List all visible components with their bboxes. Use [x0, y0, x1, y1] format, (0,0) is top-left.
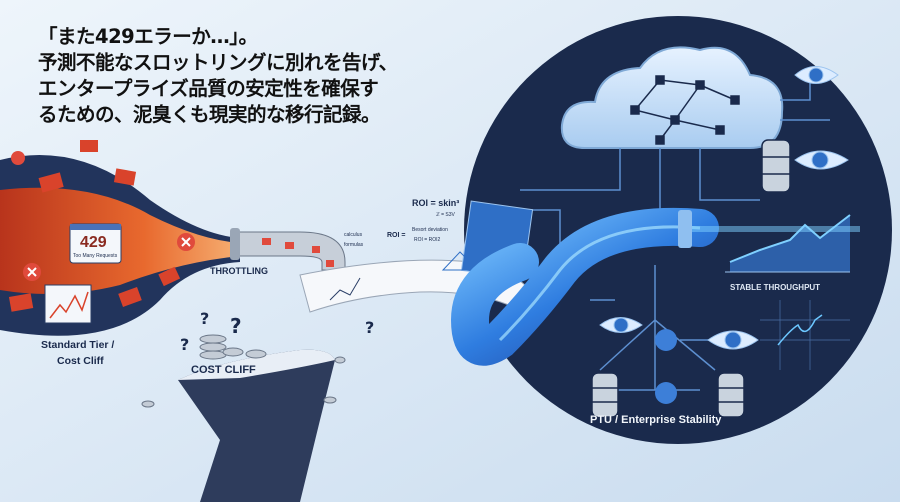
cost-cliff-label: COST CLIFF: [191, 364, 256, 376]
formula: Besort deviation: [412, 227, 448, 233]
formula: ROI = skin³: [412, 198, 460, 208]
triangle-diagram: [441, 251, 480, 271]
headline-line: 「また429エラーか…」。: [38, 25, 258, 48]
cloud-icon: [560, 46, 784, 149]
coins-icon: [141, 334, 346, 408]
email-icon: [8, 140, 181, 312]
ptu-label: PTU / Enterprise Stability: [590, 414, 722, 426]
error-x-icon: [11, 151, 195, 281]
tier-label: Standard Tier /: [41, 339, 115, 351]
small-line-chart: [760, 300, 850, 370]
cliff: [178, 349, 335, 502]
headline-line: エンタープライズ品質の安定性を確保す: [38, 77, 379, 100]
throttling-label: THROTTLING: [210, 266, 268, 276]
throughput-chart: [725, 214, 851, 273]
stable-throughput-label: STABLE THROUGHPUT: [730, 283, 821, 292]
formula: ℤ = S3V: [436, 212, 455, 218]
ribbon-chart: [329, 277, 361, 301]
error-code: 429: [80, 234, 107, 251]
network-nodes: [655, 329, 677, 404]
svg-text:?: ?: [230, 314, 242, 338]
error-chart-icon: [44, 284, 92, 324]
headline-line: るための、泥臭くも現実的な移行記録。: [38, 103, 381, 126]
formula: formulas: [344, 242, 364, 248]
tier-label: Cost Cliff: [57, 355, 104, 367]
error-text: Too Many Requests: [73, 253, 118, 259]
eye-icon: [599, 66, 849, 350]
svg-text:?: ?: [365, 318, 374, 337]
formula: ROI = ROI2: [414, 237, 441, 243]
headline-line: 予測不能なスロットリングに別れを告げ、: [38, 51, 398, 74]
svg-text:?: ?: [200, 309, 209, 328]
question-mark-icon: ????: [180, 309, 374, 354]
error-window: [69, 223, 122, 264]
formula: calculus: [344, 232, 363, 238]
pipe-joint: [678, 210, 692, 248]
formula: ROI =: [387, 232, 406, 239]
database-icon: [591, 139, 791, 418]
headline: 「また429エラーか…」。 予測不能なスロットリングに別れを告げ、 エンタープラ…: [38, 24, 398, 128]
cliff-top: [178, 349, 335, 380]
svg-text:?: ?: [180, 335, 189, 354]
